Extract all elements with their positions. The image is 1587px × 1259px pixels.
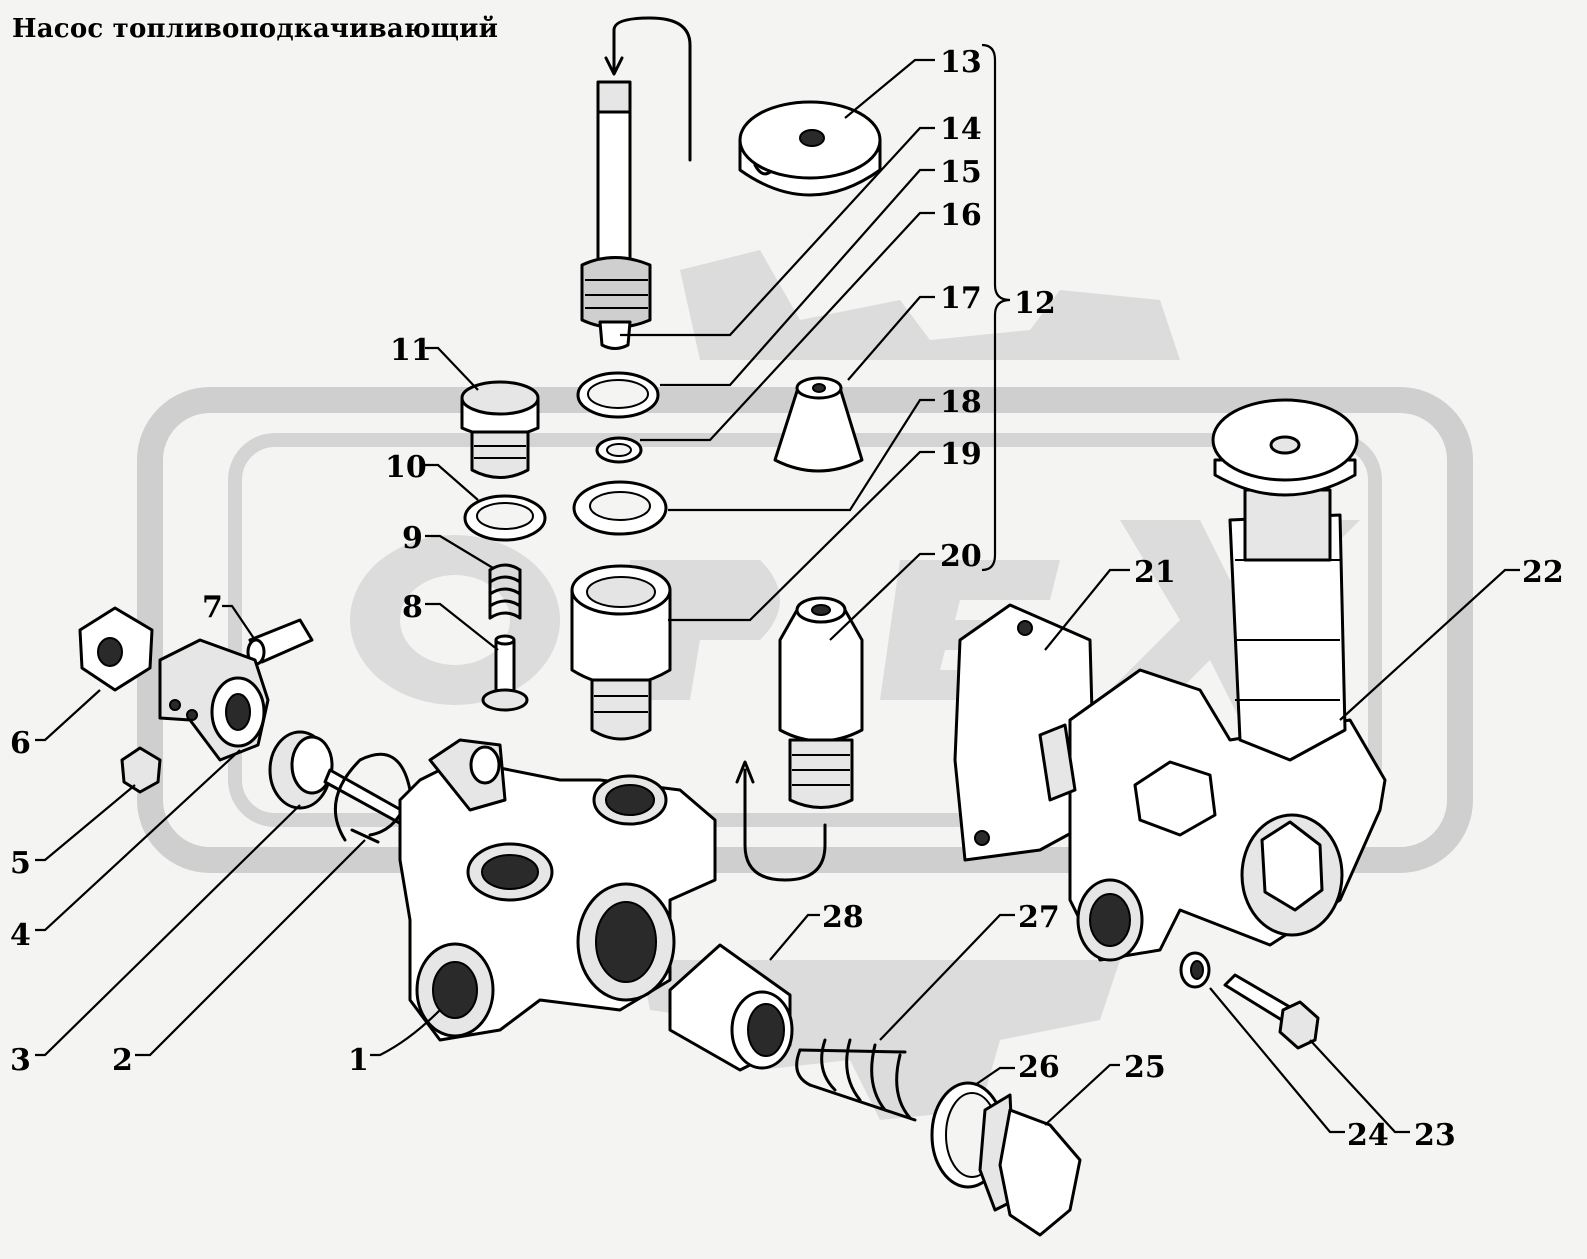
callout-10: 10	[385, 450, 427, 485]
assembled-pump	[953, 398, 1387, 962]
part-27-spring	[795, 1038, 917, 1122]
part-25-plug	[978, 1093, 1082, 1237]
callout-12: 12	[1014, 286, 1056, 321]
part-6-nut	[78, 606, 154, 692]
part-10-washer	[463, 494, 547, 542]
part-18-washer	[572, 480, 668, 536]
part-5-nut	[120, 746, 162, 794]
callout-20: 20	[940, 539, 982, 574]
part-28-sleeve	[668, 943, 794, 1072]
callout-labels: 1 2 3 4 5 6 7 8 9 10 11 12 13 14 15 16 1…	[10, 45, 1564, 1153]
part-19-cylinder	[570, 564, 672, 741]
part-17-sleeve	[773, 376, 864, 473]
diagram-title: Насос топливоподкачивающий	[12, 14, 499, 44]
plunger-rod	[580, 16, 692, 350]
part-15-washer	[576, 371, 660, 419]
callout-22: 22	[1522, 555, 1564, 590]
part-3-screw	[268, 730, 412, 828]
callout-19: 19	[940, 437, 982, 472]
callout-9: 9	[402, 521, 423, 556]
part-7-pin	[246, 618, 314, 666]
callout-4: 4	[10, 918, 31, 953]
callout-25: 25	[1124, 1050, 1166, 1085]
callout-14: 14	[940, 112, 982, 147]
part-2-ring	[333, 752, 412, 844]
callout-13: 13	[940, 45, 982, 80]
callout-5: 5	[10, 846, 31, 881]
part-16-washer	[595, 436, 643, 464]
callout-28: 28	[822, 900, 864, 935]
callout-11: 11	[390, 333, 432, 368]
part-11-plug	[460, 380, 540, 479]
callout-15: 15	[940, 155, 982, 190]
part-24-washer	[1179, 951, 1211, 989]
callout-1: 1	[348, 1043, 369, 1078]
part-20-nozzle	[735, 596, 864, 882]
callout-21: 21	[1134, 555, 1176, 590]
callout-27: 27	[1018, 900, 1060, 935]
part-8-valve	[481, 634, 529, 712]
callout-16: 16	[940, 198, 982, 233]
callout-17: 17	[940, 281, 982, 316]
leader-lines	[35, 43, 1520, 1134]
callout-18: 18	[940, 385, 982, 420]
callout-8: 8	[402, 590, 423, 625]
part-23-bolt	[1223, 973, 1320, 1050]
callout-3: 3	[10, 1043, 31, 1078]
callout-26: 26	[1018, 1050, 1060, 1085]
callout-24: 24	[1347, 1118, 1389, 1153]
part-4-clamp	[158, 638, 270, 762]
part-13-cap	[738, 100, 882, 197]
callout-23: 23	[1414, 1118, 1456, 1153]
part-1-body	[398, 738, 717, 1042]
callout-7: 7	[202, 590, 223, 625]
part-9-spring	[488, 563, 522, 620]
callout-6: 6	[10, 726, 31, 761]
callout-2: 2	[112, 1043, 133, 1078]
